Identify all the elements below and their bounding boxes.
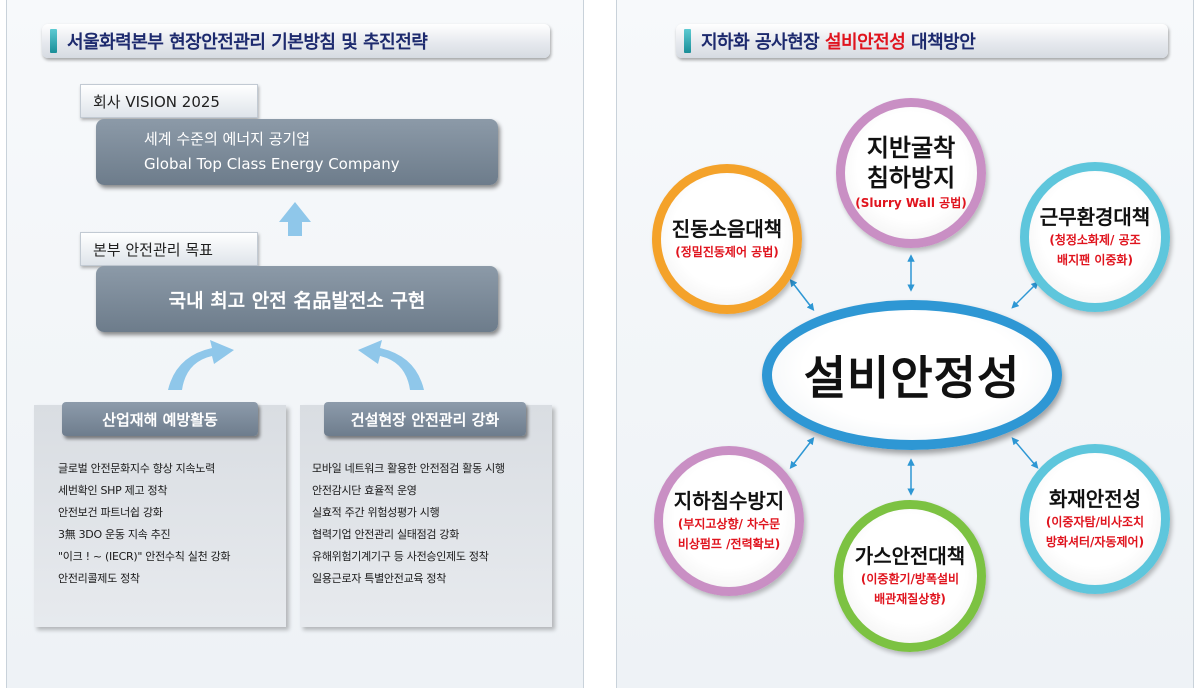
goal-label-text: 본부 안전관리 목표 (93, 240, 213, 259)
up-arrow-icon (279, 202, 311, 236)
left-title-bar: 서울화력본부 현장안전관리 기본방침 및 추진전략 (42, 24, 550, 58)
circle-upper-left-sub: (정밀진동제어 공법) (675, 245, 779, 259)
circle-top-sub: (Slurry Wall 공법) (855, 196, 967, 210)
activity-title-industrial: 산업재해 예방활동 (62, 402, 258, 436)
list-item: 3無 3DO 운동 지속 추진 (58, 528, 171, 541)
list-item: 글로벌 안전문화지수 향상 지속노력 (58, 462, 215, 475)
activity-list-industrial: 글로벌 안전문화지수 향상 지속노력 세번확인 SHP 제고 정착 안전보건 파… (58, 458, 231, 590)
circle-lower-right-sub-2: 방화셔터/자동제어) (1045, 535, 1145, 549)
right-title-highlight: 설비안전성 (824, 32, 906, 53)
center-text: 설비안정성 (803, 351, 1021, 405)
left-title: 서울화력본부 현장안전관리 기본방침 및 추진전략 (67, 32, 428, 53)
circle-work-environment: 근무환경대책 (청정소화제/ 공조 배지팬 이중화) (1020, 162, 1170, 312)
circle-upper-right-sub-2: 배지팬 이중화) (1057, 253, 1133, 267)
right-title: 지하화 공사현장 설비안전성 대책방안 (701, 28, 976, 54)
circle-top-main-2: 침하방지 (866, 164, 956, 192)
list-item: 협력기업 안전관리 실태점검 강화 (312, 528, 460, 541)
circle-gas-safety: 가스안전대책 (이중환기/방폭설비 배관재질상향) (834, 500, 986, 652)
list-item: 안전리콜제도 정착 (58, 572, 140, 585)
activity-title-construction-text: 건설현장 안전관리 강화 (350, 410, 500, 429)
list-item: 실효적 주간 위험성평가 시행 (312, 506, 440, 519)
activity-title-construction: 건설현장 안전관리 강화 (324, 402, 526, 436)
circle-upper-left-main: 진동소음대책 (671, 217, 783, 241)
list-item: 안전감시단 효율적 운영 (312, 484, 417, 497)
title-accent-mark (684, 29, 691, 53)
goal-box: 국내 최고 안전 名品발전소 구현 (96, 266, 498, 332)
right-title-suffix: 대책방안 (905, 32, 976, 53)
connector-upper-right (1011, 281, 1039, 309)
list-item: "이크 ! ~ (IECR)" 안전수칙 실천 강화 (58, 550, 231, 563)
center-ellipse: 설비안정성 (762, 300, 1062, 450)
circle-bottom-sub-1: (이중환기/방폭설비 (860, 572, 960, 586)
curved-arrow-left-icon (168, 340, 234, 390)
circle-lower-left-sub-1: (부지고상향/ 차수문 (677, 517, 781, 531)
goal-label: 본부 안전관리 목표 (80, 232, 258, 266)
circle-flood-prevention: 지하침수방지 (부지고상향/ 차수문 비상펌프 /전력확보) (654, 446, 804, 596)
circle-top-main-1: 지반굴착 (866, 134, 956, 162)
circle-upper-right-main: 근무환경대책 (1039, 205, 1151, 229)
vision-line-2: Global Top Class Energy Company (144, 155, 400, 173)
circle-lower-left-main: 지하침수방지 (673, 489, 785, 513)
right-title-prefix: 지하화 공사현장 (701, 32, 825, 53)
activity-title-industrial-text: 산업재해 예방활동 (102, 410, 218, 429)
circle-lower-left-sub-2: 비상펌프 /전력확보) (677, 537, 781, 551)
goal-text: 국내 최고 안전 名品발전소 구현 (168, 289, 426, 312)
connector-lower-right (1011, 437, 1039, 469)
vision-box: 세계 수준의 에너지 공기업 Global Top Class Energy C… (96, 119, 498, 185)
circle-fire-safety: 화재안전성 (이중자탐/비사조치 방화셔터/자동제어) (1020, 444, 1170, 594)
vision-label-text: 회사 VISION 2025 (93, 92, 220, 111)
vision-label: 회사 VISION 2025 (80, 84, 258, 118)
circle-ground-excavation: 지반굴착 침하방지 (Slurry Wall 공법) (836, 98, 986, 248)
list-item: 세번확인 SHP 제고 정착 (58, 484, 168, 497)
circle-vibration-noise: 진동소음대책 (정밀진동제어 공법) (652, 164, 802, 314)
connector-lower-left (789, 437, 815, 469)
title-accent-mark (50, 29, 57, 53)
circle-lower-right-sub-1: (이중자탐/비사조치 (1045, 515, 1145, 529)
circle-bottom-main: 가스안전대책 (854, 544, 966, 568)
list-item: 모바일 네트워크 활용한 안전점검 활동 시행 (312, 462, 505, 475)
vision-line-1: 세계 수준의 에너지 공기업 (144, 130, 311, 148)
list-item: 안전보건 파트너쉽 강화 (58, 506, 163, 519)
circle-bottom-sub-2: 배관재질상향) (874, 592, 946, 606)
activity-box-construction (300, 405, 552, 627)
activity-list-construction: 모바일 네트워크 활용한 안전점검 활동 시행 안전감시단 효율적 운영 실효적… (312, 458, 505, 590)
list-item: 유해위험기계기구 등 사전승인제도 정착 (312, 550, 489, 563)
circle-upper-right-sub-1: (청정소화제/ 공조 (1049, 233, 1141, 247)
list-item: 일용근로자 특별안전교육 정착 (312, 572, 447, 585)
curved-arrow-right-icon (358, 340, 424, 390)
circle-lower-right-main: 화재안전성 (1049, 487, 1141, 511)
right-title-bar: 지하화 공사현장 설비안전성 대책방안 (676, 24, 1168, 58)
activity-box-industrial (34, 405, 286, 627)
connector-upper-left (789, 279, 815, 311)
